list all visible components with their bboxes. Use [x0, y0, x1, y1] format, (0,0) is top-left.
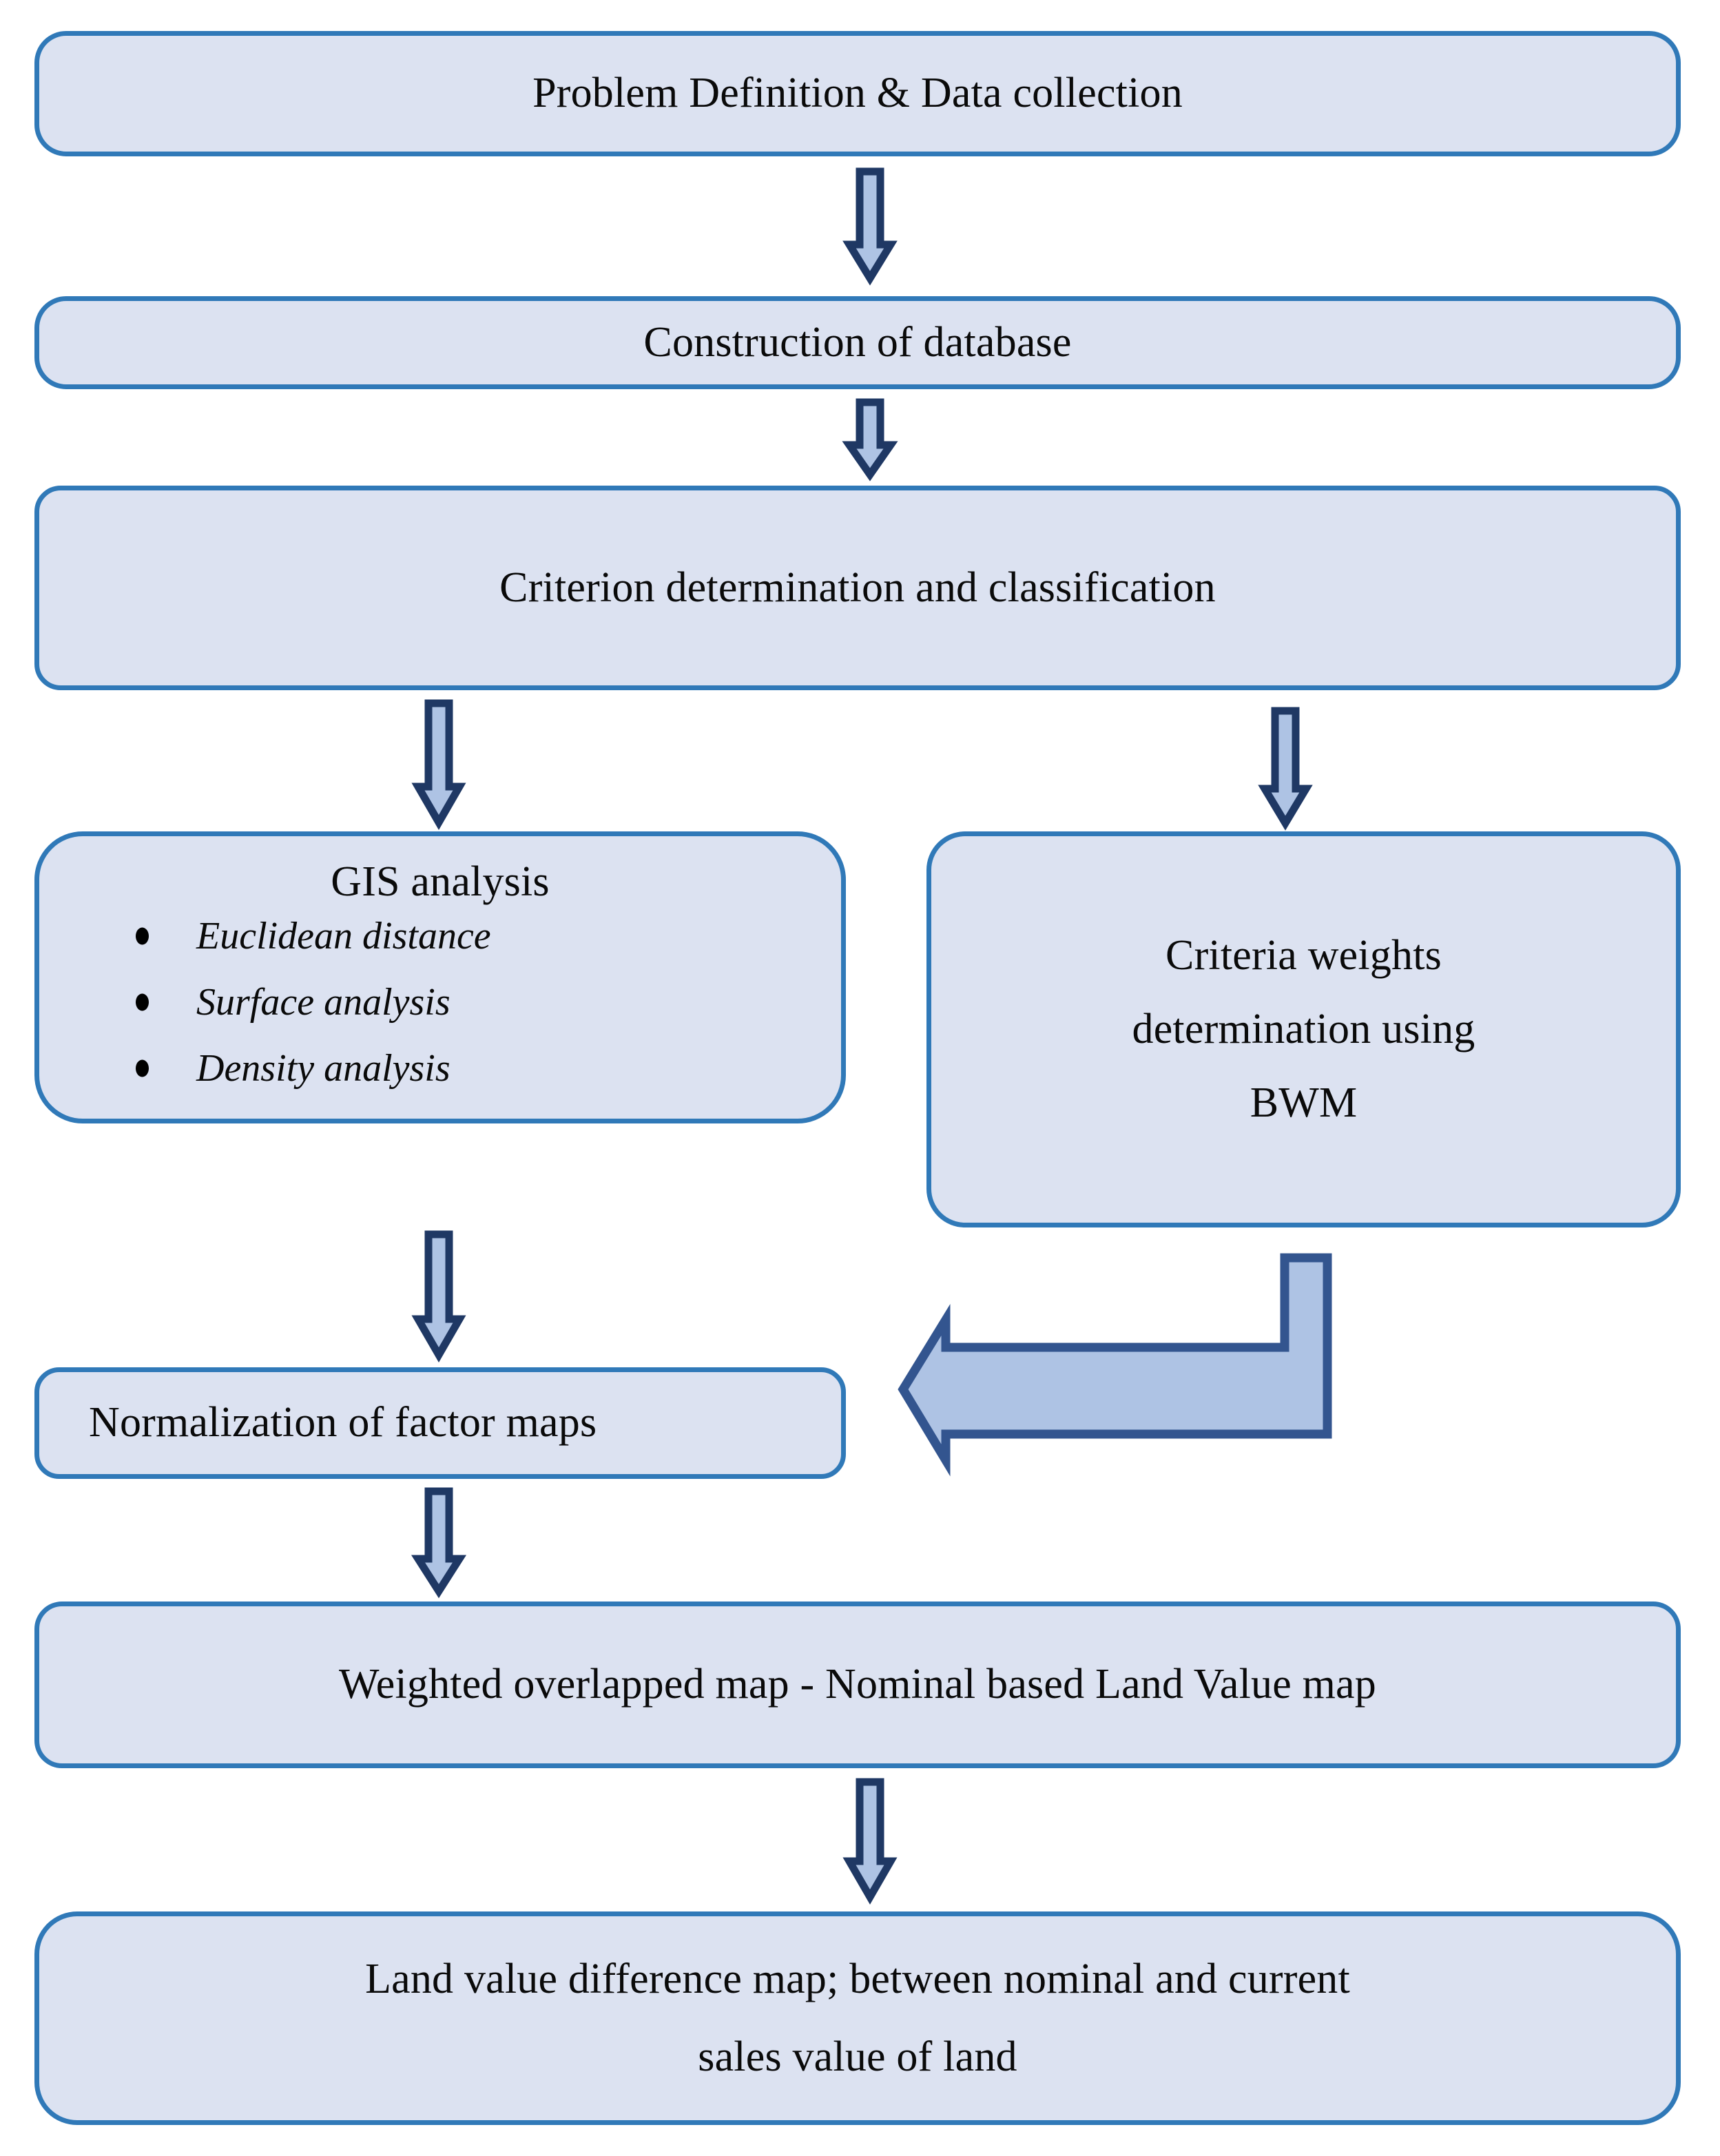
bullet-icon	[136, 927, 149, 945]
list-item: Euclidean distance	[121, 917, 841, 955]
bullet-icon	[136, 1059, 149, 1077]
bullet-icon	[136, 993, 149, 1011]
node-gis-analysis[interactable]: GIS analysis Euclidean distance Surface …	[34, 831, 846, 1123]
list-item-label: Surface analysis	[196, 981, 450, 1024]
arrow-problem-to-database	[842, 167, 898, 286]
node-problem-definition[interactable]: Problem Definition & Data collection	[34, 31, 1681, 156]
node-construction-of-database-label: Construction of database	[643, 318, 1072, 366]
node-criterion-determination[interactable]: Criterion determination and classificati…	[34, 486, 1681, 690]
list-item: Density analysis	[121, 1049, 841, 1088]
node-criteria-weights-bwm[interactable]: Criteria weights determination using BWM	[926, 831, 1681, 1227]
node-problem-definition-label: Problem Definition & Data collection	[532, 70, 1183, 117]
node-land-value-difference-map[interactable]: Land value difference map; between nomin…	[34, 1911, 1681, 2125]
node-gis-analysis-heading: GIS analysis	[331, 858, 550, 905]
list-item-label: Euclidean distance	[196, 915, 491, 958]
arrow-criterion-to-bwm	[1258, 707, 1313, 831]
arrow-normalize-to-weighted	[411, 1487, 467, 1599]
arrow-database-to-criterion	[842, 398, 898, 481]
node-construction-of-database[interactable]: Construction of database	[34, 296, 1681, 389]
node-criteria-weights-bwm-line-3: BWM	[1250, 1079, 1358, 1127]
arrow-criterion-to-gis	[411, 699, 466, 831]
node-normalization-of-factor-maps[interactable]: Normalization of factor maps	[34, 1367, 846, 1479]
arrow-gis-to-normalize	[411, 1230, 466, 1363]
node-weighted-overlapped-map-label: Weighted overlapped map - Nominal based …	[339, 1661, 1376, 1708]
node-normalization-of-factor-maps-label: Normalization of factor maps	[89, 1399, 597, 1447]
list-item-label: Density analysis	[196, 1047, 450, 1090]
arrow-weighted-to-difference	[842, 1778, 898, 1905]
node-land-value-difference-map-line-1: Land value difference map; between nomin…	[365, 1955, 1350, 2002]
list-item: Surface analysis	[121, 983, 841, 1022]
node-weighted-overlapped-map[interactable]: Weighted overlapped map - Nominal based …	[34, 1602, 1681, 1768]
node-land-value-difference-map-line-2: sales value of land	[698, 2033, 1017, 2080]
node-criteria-weights-bwm-line-2: determination using	[1132, 1005, 1475, 1053]
node-criterion-determination-label: Criterion determination and classificati…	[499, 563, 1216, 611]
gis-analysis-list: Euclidean distance Surface analysis Dens…	[39, 917, 841, 1088]
arrow-bwm-to-normalize	[898, 1253, 1333, 1477]
node-criteria-weights-bwm-line-1: Criteria weights	[1165, 931, 1442, 979]
